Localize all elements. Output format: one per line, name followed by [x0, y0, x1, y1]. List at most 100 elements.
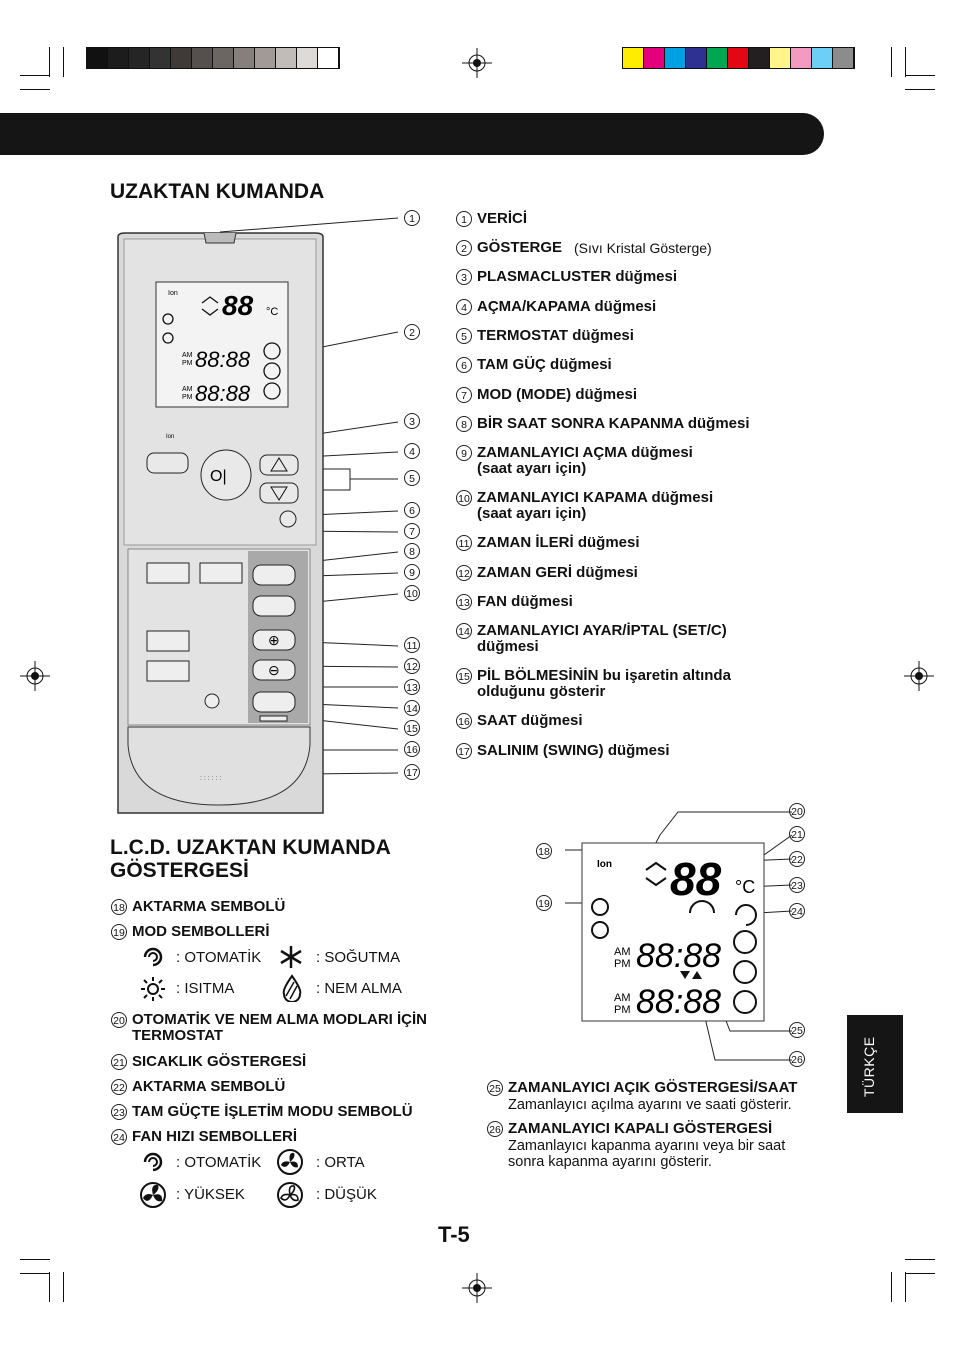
svg-text:AM: AM [182, 352, 193, 359]
item-label: TAM GÜÇ düğmesi [477, 356, 612, 373]
crop-mark [63, 1272, 64, 1302]
svg-text:AM: AM [614, 946, 631, 958]
fan-high-icon [140, 1182, 166, 1208]
color-swatch [255, 48, 276, 68]
crop-mark [20, 75, 50, 76]
item-sublabel-wrap: (Sıvı Kristal Gösterge) [574, 240, 712, 256]
color-bar [622, 47, 855, 69]
callout-number: 1 [404, 210, 420, 226]
crop-mark [905, 47, 906, 77]
item-label: TERMOSTAT düğmesi [477, 327, 634, 344]
item-label: PİL BÖLMESİNİN bu işaretin altında [477, 667, 731, 684]
registration-mark-icon [904, 661, 934, 691]
item-label-line2: (saat ayarı için) [477, 505, 587, 522]
item-number: 2 [456, 240, 472, 256]
cool-mode-icon [280, 946, 302, 968]
callout-number: 15 [404, 720, 420, 736]
item-label: ZAMANLAYICI AÇMA düğmesi [477, 444, 693, 461]
language-tab: TÜRKÇE [847, 1015, 903, 1113]
item-label-line2: düğmesi [477, 638, 539, 655]
svg-text:°C: °C [266, 306, 278, 318]
crop-mark [905, 1273, 935, 1274]
item-label: MOD SEMBOLLERİ [132, 923, 270, 940]
lcd-detail-illustration: Ion 88 °C 88:88 88:88 AM PM AM PM [565, 811, 793, 1061]
callout-number: 24 [789, 903, 805, 919]
svg-text:88:88: 88:88 [636, 937, 721, 975]
fan-medium-label: : ORTA [316, 1154, 365, 1171]
callout-number: 10 [404, 585, 420, 601]
callout-number: 17 [404, 764, 420, 780]
item-label-line2: olduğunu gösterir [477, 683, 606, 700]
callout-number: 19 [536, 895, 552, 911]
item-desc: sonra kapanma ayarını gösterir. [508, 1154, 712, 1170]
color-swatch [171, 48, 192, 68]
item-label: GÖSTERGE [477, 239, 563, 256]
item-number: 4 [456, 299, 472, 315]
item-label: FAN düğmesi [477, 593, 573, 610]
svg-text:⊖: ⊖ [268, 662, 280, 678]
callout-number: 6 [404, 502, 420, 518]
crop-mark [20, 1259, 50, 1260]
item-number: 17 [456, 743, 472, 759]
crop-mark [891, 47, 892, 77]
remote-section-title: UZAKTAN KUMANDA [110, 180, 325, 203]
color-swatch [749, 48, 770, 68]
item-label: BİR SAAT SONRA KAPANMA düğmesi [477, 415, 750, 432]
callout-number: 12 [404, 658, 420, 674]
callout-number: 13 [404, 679, 420, 695]
callout-number: 9 [404, 564, 420, 580]
item-label-line2: (saat ayarı için) [477, 460, 587, 477]
fan-auto-icon [143, 1152, 163, 1172]
callout-number: 4 [404, 443, 420, 459]
crop-mark [905, 1272, 906, 1302]
item-label-line2: TERMOSTAT [132, 1027, 224, 1044]
item-number: 22 [111, 1079, 127, 1095]
item-number: 3 [456, 269, 472, 285]
color-swatch [770, 48, 791, 68]
item-number: 20 [111, 1012, 127, 1028]
item-number: 15 [456, 668, 472, 684]
color-swatch [150, 48, 171, 68]
item-number: 10 [456, 490, 472, 506]
item-desc: Zamanlayıcı kapanma ayarını veya bir saa… [508, 1138, 786, 1154]
callout-number: 22 [789, 851, 805, 867]
header-bar [0, 113, 824, 155]
item-label: AÇMA/KAPAMA düğmesi [477, 298, 657, 315]
item-number: 12 [456, 565, 472, 581]
heat-mode-icon [141, 977, 165, 1001]
crop-mark [63, 47, 64, 77]
item-number: 7 [456, 387, 472, 403]
color-swatch [833, 48, 854, 68]
lcd-section-title-1: L.C.D. UZAKTAN KUMANDA [110, 836, 391, 859]
svg-text:PM: PM [182, 394, 193, 401]
item-label: FAN HIZI SEMBOLLERİ [132, 1128, 297, 1145]
svg-text:O|: O| [210, 468, 227, 485]
color-swatch [623, 48, 644, 68]
color-swatch [728, 48, 749, 68]
color-swatch [276, 48, 297, 68]
registration-mark-icon [462, 48, 492, 78]
page-number: T-5 [438, 1222, 470, 1247]
callout-number: 23 [789, 877, 805, 893]
callout-number: 16 [404, 741, 420, 757]
item-number: 24 [111, 1129, 127, 1145]
item-number: 25 [487, 1080, 503, 1096]
mode-cool-label: : SOĞUTMA [316, 949, 401, 966]
item-label: PLASMACLUSTER düğmesi [477, 268, 678, 285]
crop-mark [905, 1259, 935, 1260]
lcd-section-title-2: GÖSTERGESİ [110, 859, 249, 882]
fan-low-icon [277, 1182, 303, 1208]
color-swatch [791, 48, 812, 68]
lcd-ion-text: Ion [168, 290, 178, 297]
svg-text:°C: °C [735, 877, 755, 897]
mode-dry-label: : NEM ALMA [316, 980, 402, 997]
color-swatch [318, 48, 339, 68]
item-number: 14 [456, 623, 472, 639]
callout-number: 5 [404, 470, 420, 486]
item-number: 21 [111, 1054, 127, 1070]
mode-heat-label: : ISITMA [176, 980, 235, 997]
crop-mark [905, 75, 935, 76]
auto-mode-icon [143, 947, 163, 967]
crop-mark [20, 1273, 50, 1274]
callout-number: 11 [404, 637, 420, 653]
